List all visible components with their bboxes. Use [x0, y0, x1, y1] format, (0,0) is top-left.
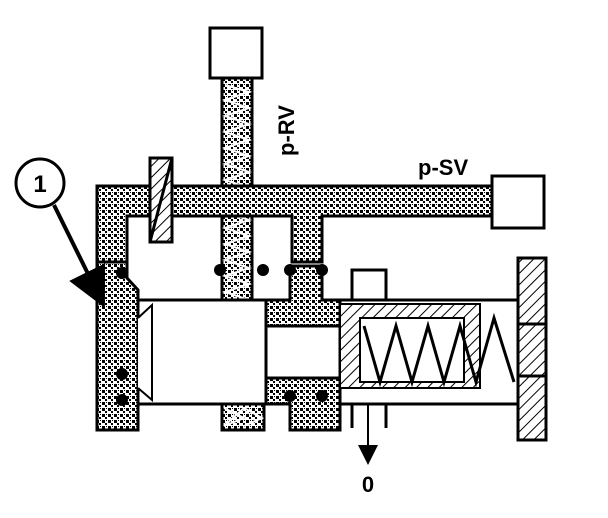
spring-chamber-inner	[359, 317, 465, 383]
callout-1	[14, 157, 106, 308]
seal-dots	[116, 264, 328, 406]
spool-chamfer	[137, 302, 153, 403]
sequence-valve-box	[490, 174, 546, 230]
end-plate	[516, 256, 548, 442]
callout-number: 1	[33, 171, 46, 198]
left-pressure-chamber	[95, 260, 140, 432]
relief-channel-lower-spring	[223, 406, 265, 427]
return-port-label: 0	[362, 472, 374, 497]
relief-valve-label: p-RV	[274, 105, 299, 156]
valve-spool-right	[264, 324, 342, 380]
sequence-valve-label: p-SV	[418, 155, 468, 180]
relief-valve-box	[208, 26, 264, 80]
upper-groove	[264, 264, 342, 328]
compression-spring	[362, 312, 516, 388]
housing-pin	[350, 268, 388, 302]
lower-groove	[264, 376, 342, 432]
valve-spool-left	[136, 298, 268, 406]
throttle-symbol	[148, 156, 174, 244]
